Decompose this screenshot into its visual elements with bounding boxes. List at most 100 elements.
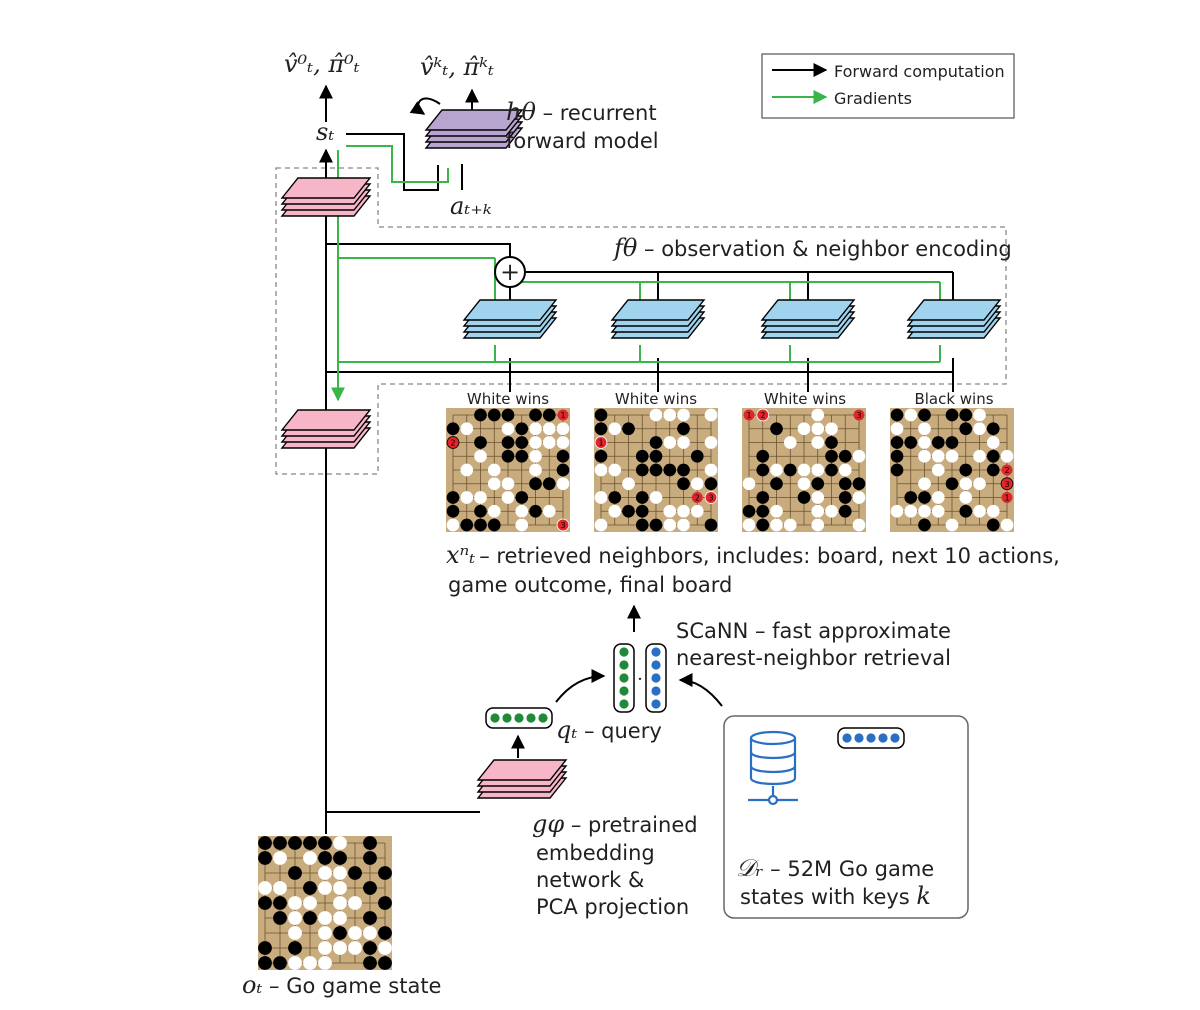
black-stone: [556, 449, 570, 463]
white-stone: [904, 504, 918, 518]
black-stone: [608, 491, 622, 504]
white-stone: [663, 436, 677, 449]
white-stone: [318, 866, 332, 880]
white-stone: [973, 477, 986, 491]
black-stone: [945, 436, 959, 449]
black-stone: [756, 518, 770, 532]
white-stone: [704, 463, 718, 477]
black-stone: [515, 491, 529, 504]
move-number: 2: [1004, 466, 1009, 475]
white-stone: [945, 518, 959, 532]
black-stone: [677, 477, 690, 491]
white-stone: [690, 504, 704, 518]
black-stone: [649, 463, 663, 477]
move-marker: [447, 437, 459, 448]
white-stone: [529, 422, 542, 436]
white-stone: [608, 463, 622, 477]
black-stone: [378, 956, 392, 970]
black-stone: [890, 463, 904, 477]
white-stone: [811, 408, 825, 422]
white-stone: [811, 436, 825, 449]
black-stone: [487, 408, 501, 422]
move-number: 3: [708, 494, 713, 503]
white-stone: [318, 941, 332, 955]
white-stone: [542, 504, 556, 518]
vector-dot: [651, 673, 661, 683]
move-marker: [557, 519, 569, 531]
encoder-label: fθ – observation & neighbor encoding: [612, 234, 1012, 262]
black-stone: [797, 491, 811, 504]
white-stone: [663, 518, 677, 532]
black-stone: [986, 449, 1000, 463]
white-stone: [959, 491, 973, 504]
white-stone: [838, 463, 852, 477]
black-stone: [460, 518, 474, 532]
white-stone: [677, 518, 690, 532]
black-stone: [529, 408, 542, 422]
dot-product: ·: [613, 643, 667, 713]
black-stone: [677, 422, 690, 436]
encoder-region-outline: [275, 167, 1007, 475]
move-number: 2: [695, 494, 700, 503]
white-stone: [852, 449, 866, 463]
move-number: 1: [560, 411, 565, 420]
white-stone: [931, 449, 945, 463]
black-stone: [474, 504, 487, 518]
database-label-2: states with keys k: [740, 882, 931, 910]
white-stone: [622, 477, 635, 491]
black-stone: [529, 477, 542, 491]
black-stone: [529, 504, 542, 518]
svg-text:+: +: [500, 258, 520, 286]
black-stone: [649, 518, 663, 532]
vector-dot: [842, 733, 852, 743]
white-stone: [460, 422, 474, 436]
white-stone: [918, 422, 931, 436]
black-stone: [273, 956, 287, 970]
layer-stacks: [280, 109, 1002, 799]
white-stone: [288, 911, 302, 925]
vector-dot: [514, 713, 524, 723]
white-stone: [542, 422, 556, 436]
black-stone: [704, 518, 718, 532]
white-stone: [811, 491, 825, 504]
black-stone: [635, 504, 649, 518]
white-stone: [649, 491, 663, 504]
neighbor-encoder-stack-1: [462, 299, 558, 339]
move-number: 1: [1004, 494, 1009, 503]
black-stone: [487, 518, 501, 532]
keys-to-retrieval-arrow: [678, 673, 723, 707]
white-stone: [918, 436, 931, 449]
legend-gradients-label: Gradients: [834, 89, 912, 108]
black-stone: [542, 408, 556, 422]
white-stone: [474, 449, 487, 463]
black-stone: [273, 896, 287, 910]
black-stone: [904, 491, 918, 504]
black-stone: [890, 436, 904, 449]
white-stone: [303, 956, 317, 970]
white-stone: [487, 477, 501, 491]
vector-dot: [854, 733, 864, 743]
black-stone: [258, 851, 272, 865]
black-stone: [273, 836, 287, 850]
white-stone: [348, 896, 362, 910]
white-stone: [677, 504, 690, 518]
observation-label: oₜ – Go game state: [242, 971, 441, 999]
black-stone: [838, 449, 852, 463]
black-stone: [515, 422, 529, 436]
move-marker: [853, 409, 865, 421]
white-stone: [487, 504, 501, 518]
white-stone: [318, 956, 332, 970]
vector-dot: [619, 647, 629, 657]
black-stone: [378, 926, 392, 940]
white-stone: [594, 518, 608, 532]
vector-dot: [619, 660, 629, 670]
white-stone: [318, 911, 332, 925]
value-policy-0-label: v̂⁰ₜ, π̂⁰ₜ: [284, 50, 360, 78]
black-stone: [945, 408, 959, 422]
legend-forward-label: Forward computation: [834, 62, 1005, 81]
white-stone: [542, 436, 556, 449]
white-stone: [460, 491, 474, 504]
vector-dot: [878, 733, 888, 743]
white-stone: [333, 836, 347, 850]
white-stone: [986, 436, 1000, 449]
